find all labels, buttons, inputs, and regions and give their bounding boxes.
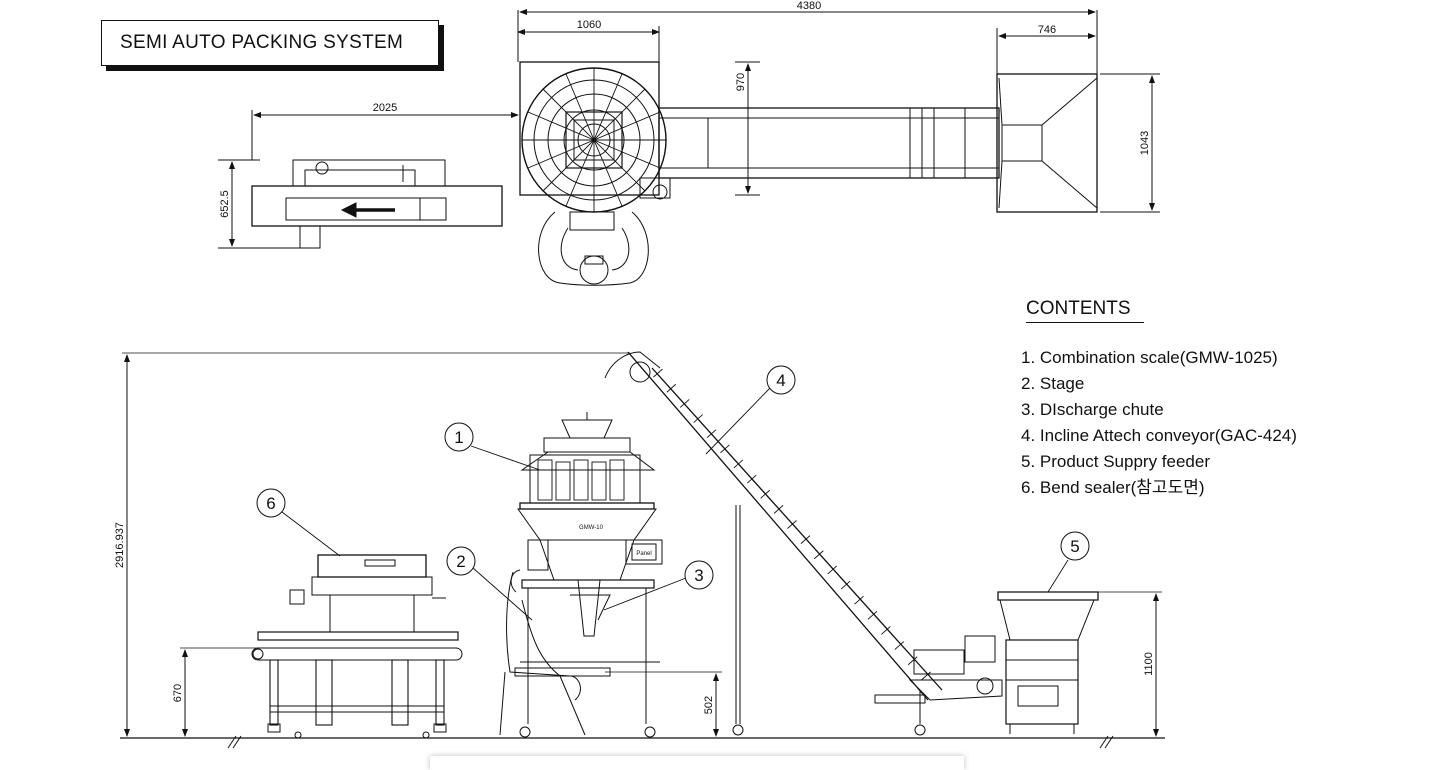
callout-2: 2 (446, 546, 476, 576)
dim-conveyor-offset: 2025 (373, 102, 397, 114)
conveyor-cleat (693, 414, 703, 423)
callout-leaders (281, 387, 1069, 621)
conveyor-cleat (854, 595, 864, 605)
dim-scale-width: 1060 (577, 19, 601, 31)
callout-3: 3 (684, 560, 714, 590)
callout-1: 1 (444, 422, 474, 452)
panel-label: Panel (636, 551, 651, 557)
dim-total-height: 2916.937 (114, 522, 126, 568)
svg-text:3: 3 (694, 566, 703, 585)
conveyor-cleat (921, 671, 931, 681)
conveyor-cleat (894, 641, 905, 650)
contents-item: 4. Incline Attech conveyor(GAC-424) (1021, 426, 1297, 445)
contents-item: 5. Product Suppry feeder (1021, 452, 1211, 471)
contents-heading: CONTENTS (1026, 298, 1144, 323)
conveyor-cleat (666, 383, 677, 393)
dim-sealer-height: 670 (172, 684, 184, 702)
dim-stage-height: 502 (703, 696, 715, 714)
conveyor-cleat (814, 550, 824, 560)
callout-6: 6 (256, 488, 286, 518)
conveyor-cleat (760, 489, 770, 499)
dim-feeder-height: 1100 (1143, 652, 1155, 676)
callout-4: 4 (766, 365, 796, 395)
contents-item: 1. Combination scale(GMW-1025) (1021, 348, 1278, 367)
conveyor-cleat (787, 520, 797, 529)
conveyor-cleat (653, 368, 663, 378)
elevation-view (120, 351, 1165, 749)
conveyor-cleat (746, 474, 757, 484)
conveyor-cleat (706, 429, 717, 439)
callouts: 1 2 3 4 5 6 (256, 365, 1090, 590)
contents-item: 2. Stage (1021, 374, 1085, 393)
svg-text:6: 6 (266, 494, 275, 513)
bottom-panel (430, 756, 964, 770)
dim-feeder-depth: 1043 (1139, 131, 1151, 155)
svg-text:2: 2 (456, 552, 465, 571)
contents-list: 1. Combination scale(GMW-1025) 2. Stage … (1021, 345, 1297, 501)
conveyor-cleat (867, 610, 878, 620)
conveyor-cleat (827, 565, 838, 575)
plan-view (218, 9, 1160, 286)
drawing-title: SEMI AUTO PACKING SYSTEM (101, 20, 439, 66)
contents-item: 3. DIscharge chute (1021, 400, 1164, 419)
conveyor-cleat (773, 505, 784, 514)
conveyor-cleat (907, 656, 918, 666)
model-plate-label: GMW-10 (579, 525, 604, 531)
dim-overall-length: 4380 (797, 0, 821, 12)
dim-sealer-depth: 652.5 (219, 190, 231, 218)
dim-scale-depth: 970 (735, 73, 747, 91)
callout-5: 5 (1060, 531, 1090, 561)
conveyor-cleat (800, 535, 811, 544)
conveyor-cleat (881, 626, 891, 635)
conveyor-cleat (720, 444, 730, 454)
conveyor-cleat (733, 459, 744, 469)
svg-text:1: 1 (454, 428, 463, 447)
svg-text:4: 4 (776, 371, 785, 390)
dim-feeder-width: 746 (1038, 24, 1056, 36)
conveyor-cleat (840, 580, 851, 590)
contents-item: 6. Bend sealer(참고도면) (1021, 478, 1205, 497)
conveyor-cleat (679, 399, 690, 408)
svg-text:5: 5 (1070, 537, 1079, 556)
